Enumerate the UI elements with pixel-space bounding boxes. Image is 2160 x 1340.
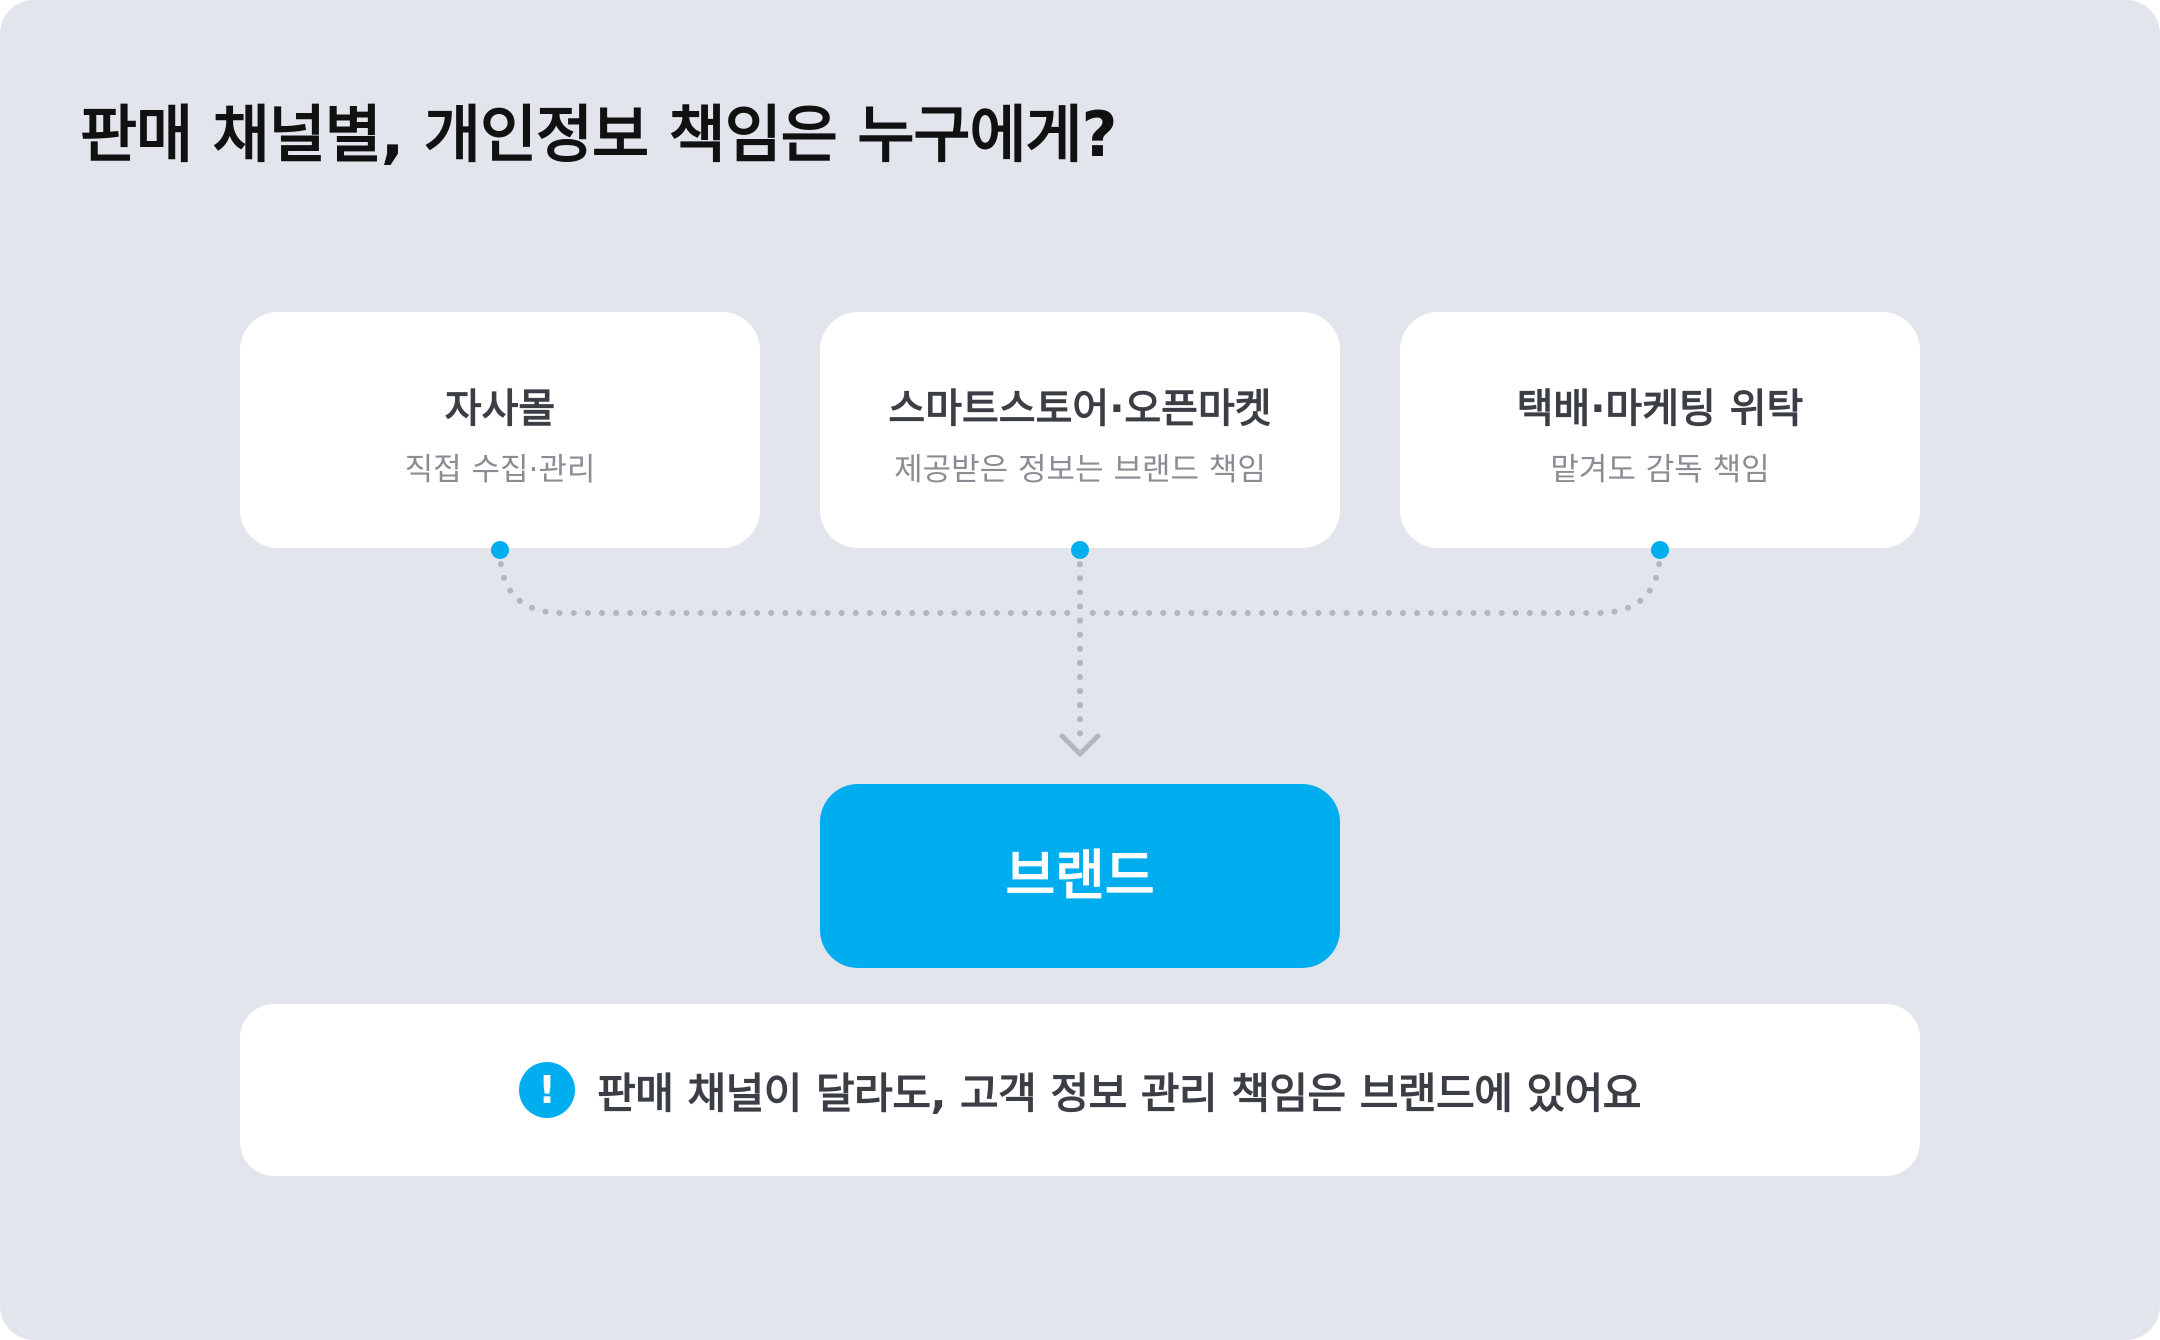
channel-title: 스마트스토어·오픈마켓 [888,386,1272,432]
connector-dot [491,541,509,559]
connector-right [1077,547,1663,616]
channel-title: 자사몰 [444,386,556,432]
connector-dot [1651,541,1669,559]
channel-subtitle: 제공받은 정보는 브랜드 책임 [894,452,1266,488]
exclamation-circle-icon: ! [519,1062,576,1118]
channel-title: 택배·마케팅 위탁 [1516,386,1804,432]
note-banner: ! 판매 채널이 달라도, 고객 정보 관리 책임은 브랜드에 있어요 [240,1004,1920,1176]
brand-target-box: 브랜드 [820,784,1340,968]
note-text: 판매 채널이 달라도, 고객 정보 관리 책임은 브랜드에 있어요 [597,1068,1641,1118]
channel-subtitle: 맡겨도 감독 책임 [1550,452,1770,488]
channel-card-smartstore: 스마트스토어·오픈마켓 제공받은 정보는 브랜드 책임 [820,312,1340,548]
channel-subtitle: 직접 수집·관리 [404,452,596,488]
channel-card-own-mall: 자사몰 직접 수집·관리 [240,312,760,548]
channel-card-outsourcing: 택배·마케팅 위탁 맡겨도 감독 책임 [1400,312,1920,548]
page-title: 판매 채널별, 개인정보 책임은 누구에게? [80,98,1117,171]
connector-dot [1071,541,1089,559]
connector-left [497,547,1083,616]
arrow-head [1059,733,1101,757]
